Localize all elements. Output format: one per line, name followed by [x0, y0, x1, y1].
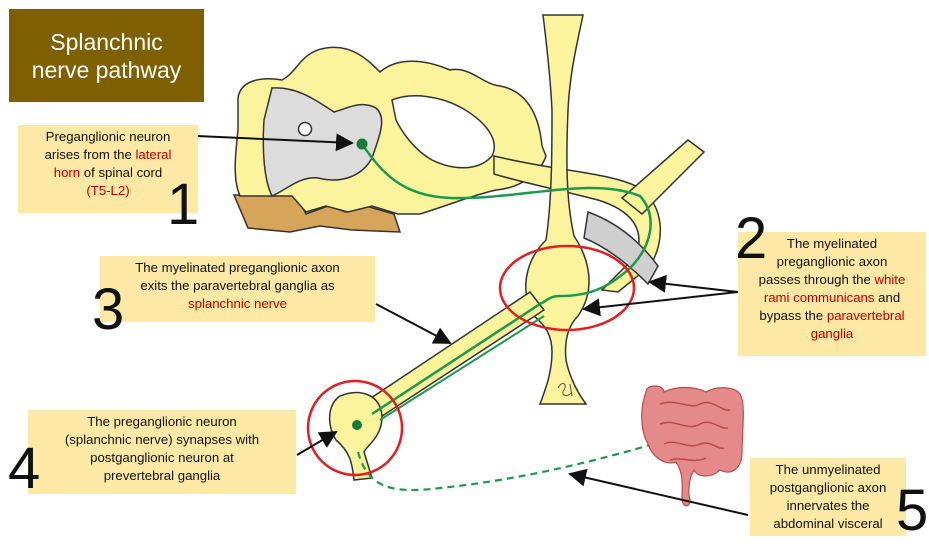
- postganglionic-axon: [358, 428, 688, 490]
- synapse-cell-body: [352, 420, 362, 430]
- central-canal: [299, 123, 312, 136]
- step5-text-b: postganglionic axon: [770, 480, 887, 495]
- step2-highlight-ganglia: ganglia: [811, 326, 854, 341]
- step2-highlight-rami: rami communicans: [764, 290, 875, 305]
- step3-callout: The myelinated preganglionic axon exits …: [100, 256, 375, 322]
- step1-text-b: arises from the: [45, 147, 136, 162]
- step3-text-b: exits the paravertebral ganglia as: [140, 278, 334, 293]
- step5-text-c: innervates the: [787, 498, 870, 513]
- step5-text-d: abdominal visceral: [773, 516, 882, 531]
- step4-callout: The preganglionic neuron (splanchnic ner…: [28, 410, 296, 494]
- step1-number: 1: [167, 176, 199, 234]
- step2-text-e: bypass the: [759, 308, 826, 323]
- arrow-step4: [297, 432, 336, 455]
- step2-highlight-white: white: [875, 272, 906, 287]
- arrow-step2-lower: [584, 292, 738, 309]
- step1-highlight-lateral: lateral: [135, 147, 171, 162]
- step4-number: 4: [8, 440, 40, 498]
- intestine-icon: [642, 386, 744, 506]
- step1-highlight-horn: horn: [54, 165, 80, 180]
- step4-text-b: (splanchnic nerve) synapses with: [65, 432, 259, 447]
- title-line1: Splanchnic: [9, 28, 204, 56]
- sympathetic-chain: [526, 15, 589, 404]
- arrow-step2-upper: [650, 282, 738, 292]
- step3-highlight-splanchnic: splanchnic nerve: [188, 296, 287, 311]
- step4-text-a: The preganglionic neuron: [87, 414, 237, 429]
- step1-highlight-segments: (T5-L2): [86, 183, 129, 198]
- step2-text-a: The myelinated: [787, 236, 877, 251]
- prevertebral-ganglion: [330, 393, 382, 480]
- diagram-title: Splanchnic nerve pathway: [9, 9, 204, 102]
- arrow-step5: [570, 474, 748, 515]
- step4-text-d: prevertebral ganglia: [104, 468, 221, 483]
- step3-number: 3: [92, 281, 124, 339]
- dorsal-ramus: [622, 140, 704, 214]
- step4-text-c: postganglionic neuron at: [90, 450, 234, 465]
- arrow-step3: [376, 304, 450, 343]
- step2-number: 2: [735, 210, 767, 268]
- step5-callout: The unmyelinated postganglionic axon inn…: [750, 458, 906, 536]
- step1-text-a: Preganglionic neuron: [46, 129, 171, 144]
- preganglionic-cell-body: [357, 139, 368, 150]
- step2-text-c: passes through the: [759, 272, 875, 287]
- splanchnic-parallel-line: [380, 316, 544, 420]
- step2-highlight-paravertebral: paravertebral: [827, 308, 905, 323]
- title-line2: nerve pathway: [9, 56, 204, 84]
- step3-text-a: The myelinated preganglionic axon: [135, 260, 340, 275]
- step1-text-c: of spinal cord: [80, 165, 162, 180]
- step5-text-a: The unmyelinated: [776, 462, 881, 477]
- step2-text-d: and: [875, 290, 901, 305]
- step2-text-b: preganglionic axon: [777, 254, 888, 269]
- step5-number: 5: [896, 482, 928, 540]
